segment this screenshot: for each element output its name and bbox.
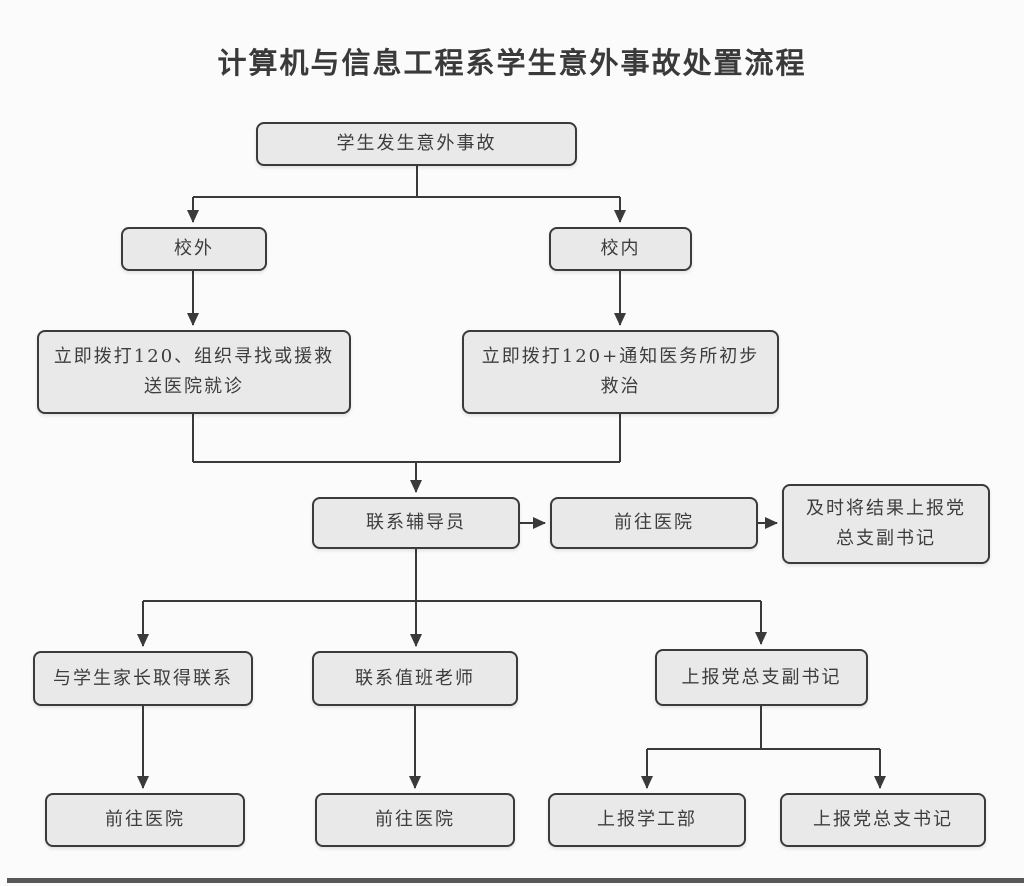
flow-node-off-campus: 校外 [121,227,267,271]
diagram-title: 计算机与信息工程系学生意外事故处置流程 [217,46,807,80]
flow-node-contact-counselor: 联系辅导员 [312,497,520,549]
flow-node-label: 前往医院 [105,809,185,831]
flow-node-label: 上报党总支书记 [813,809,953,831]
flow-node-contact-duty-teacher: 联系值班老师 [312,651,518,706]
flow-node-report-result: 及时将结果上报党总支副书记 [782,484,990,564]
flow-node-start: 学生发生意外事故 [256,122,577,166]
flow-node-label: 立即拨打120、组织寻找或援救送医院就诊 [53,346,335,397]
flow-node-label: 前往医院 [375,809,455,831]
flow-node-label: 联系值班老师 [355,667,475,689]
flow-node-label: 及时将结果上报党总支副书记 [806,498,966,549]
flow-node-report-branch-secretary: 上报党总支书记 [780,793,986,847]
flow-node-go-hospital-mid: 前往医院 [550,497,758,549]
flow-node-label: 校外 [174,238,214,260]
flow-node-go-hospital-left: 前往医院 [45,793,245,847]
flow-node-label: 与学生家长取得联系 [53,667,233,689]
flow-node-contact-parents: 与学生家长取得联系 [33,651,253,706]
page-bottom-edge [7,878,1024,883]
flow-node-label: 上报党总支副书记 [681,666,842,688]
flow-node-label: 前往医院 [614,512,694,534]
flow-node-report-deputy-secretary: 上报党总支副书记 [655,649,868,706]
flow-node-on-campus-action: 立即拨打120+通知医务所初步救治 [462,330,779,414]
flow-node-go-hospital-center: 前往医院 [315,793,515,847]
flow-node-label: 联系辅导员 [366,512,466,534]
flow-node-label: 上报学工部 [597,809,697,831]
flow-node-on-campus: 校内 [549,227,692,271]
flow-node-report-student-affairs: 上报学工部 [548,793,746,847]
flow-node-off-campus-action: 立即拨打120、组织寻找或援救送医院就诊 [37,330,351,414]
flow-node-label: 立即拨打120+通知医务所初步救治 [481,346,760,397]
flow-node-label: 校内 [600,238,641,260]
flow-node-label: 学生发生意外事故 [336,133,497,155]
